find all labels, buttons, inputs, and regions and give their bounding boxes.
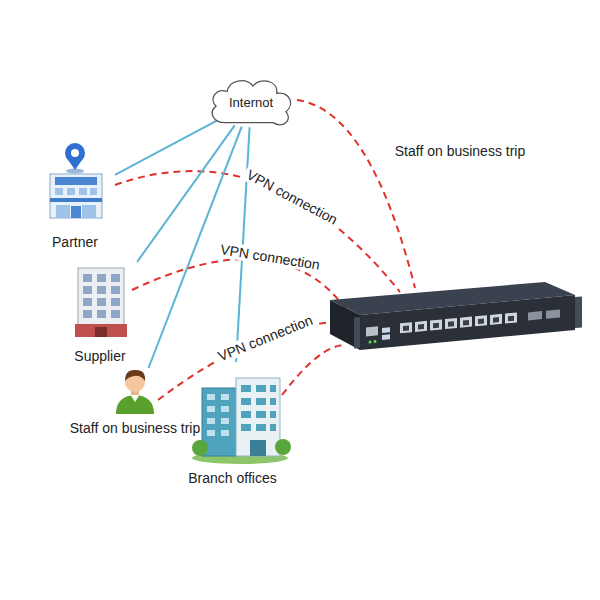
vpn-curves: [115, 100, 415, 400]
firewall-appliance: [330, 282, 582, 351]
partner-icon: [50, 143, 102, 218]
cloud-path: [212, 81, 290, 125]
entity-node: Branch offices: [170, 362, 295, 488]
cloud-node: Internot: [205, 75, 297, 130]
node-label: Partner: [52, 234, 98, 250]
node-label: Staff on business trip: [70, 420, 200, 436]
supplier-icon: [75, 268, 127, 337]
node-label: Supplier: [74, 348, 125, 364]
vpn-curve: [158, 322, 332, 400]
staff-icon: [116, 370, 154, 414]
entity-node: Staff on business trip: [40, 368, 230, 438]
entity-node: Supplier: [60, 262, 140, 366]
vpn-label: VPN connection: [241, 165, 342, 229]
vpn-curve: [282, 345, 345, 395]
vpn-label: VPN connection: [213, 311, 318, 366]
node-label: Branch offices: [188, 470, 276, 486]
line-label: Staff on business trip: [392, 143, 528, 159]
branch-icon: [192, 378, 291, 464]
vpn-label: VPN connection: [216, 241, 324, 273]
cloud-label: Internot: [229, 95, 273, 111]
entity-node: Partner: [35, 140, 115, 252]
